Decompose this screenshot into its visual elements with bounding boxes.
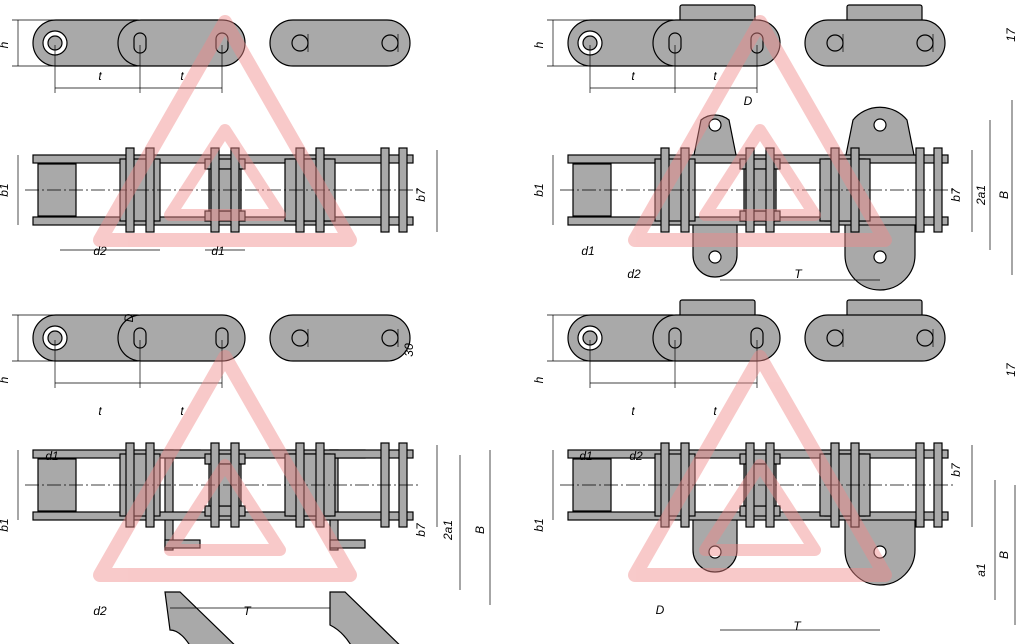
- dimension-label: b7: [949, 462, 963, 477]
- side-link-plate: [652, 314, 781, 362]
- dimension-label: b1: [532, 183, 546, 196]
- dimension-label: b7: [414, 187, 428, 202]
- side-link-plate: [117, 314, 246, 362]
- dimension-label: a1: [974, 563, 988, 576]
- watermark-triangle-inner: [699, 124, 821, 221]
- dimension-label: t: [98, 404, 102, 418]
- watermark-triangle-inner: [164, 459, 286, 556]
- attachment-hole: [708, 118, 722, 132]
- cotter-pin: [826, 34, 844, 52]
- cotter-pin: [916, 329, 934, 347]
- watermark-triangle-inner: [164, 124, 286, 221]
- dimension-label: D: [122, 313, 136, 322]
- dimension-label: h: [532, 41, 546, 48]
- dimension-label: B: [473, 526, 487, 534]
- dimension-label: 17: [1004, 27, 1018, 42]
- attachment-hole: [873, 250, 887, 264]
- bent-attachment-flange: [164, 539, 201, 549]
- dimension-label: T: [793, 619, 802, 633]
- dimension-label: T: [794, 267, 803, 281]
- attachment-lug: [692, 114, 738, 161]
- watermark-triangle-outer: [93, 15, 357, 247]
- dimension-label: b1: [0, 518, 11, 531]
- watermark-triangle-inner: [699, 459, 821, 556]
- attachment-hole: [708, 250, 722, 264]
- dimension-label: b1: [532, 518, 546, 531]
- attachment-hole: [873, 545, 887, 559]
- dimension-label: t: [98, 69, 102, 83]
- dimension-label: b7: [949, 187, 963, 202]
- dimension-label: t: [631, 69, 635, 83]
- side-link-plate: [652, 19, 781, 67]
- cotter-pin: [291, 329, 309, 347]
- cotter-pin: [826, 329, 844, 347]
- dimension-label: 30: [402, 343, 416, 357]
- break-gap: [252, 312, 266, 364]
- side-link-plate: [804, 19, 946, 67]
- break-gap: [252, 17, 266, 69]
- cotter-pin: [381, 34, 399, 52]
- dimension-label: d1: [581, 244, 594, 258]
- watermark-triangle-outer: [628, 15, 892, 247]
- side-link-plate: [804, 314, 946, 362]
- break-gap: [787, 312, 801, 364]
- cotter-pin: [381, 329, 399, 347]
- cotter-pin: [291, 34, 309, 52]
- dimension-label: B: [997, 191, 1011, 199]
- dimension-label: T: [243, 604, 252, 618]
- dimension-label: d2: [93, 604, 107, 618]
- break-gap: [787, 17, 801, 69]
- dimension-label: 17: [1004, 362, 1018, 377]
- dimension-label: d1: [211, 244, 224, 258]
- side-link-plate: [269, 314, 411, 362]
- attachment-hole: [873, 118, 887, 132]
- attachment-lug: [692, 514, 738, 573]
- attachment-lug: [692, 219, 738, 278]
- dimension-label: t: [180, 404, 184, 418]
- dimension-label: d1: [579, 449, 592, 463]
- cotter-pin: [916, 34, 934, 52]
- watermark-triangle-outer: [93, 350, 357, 582]
- dimension-label: d2: [93, 244, 107, 258]
- dimension-label: t: [713, 69, 717, 83]
- watermark-logo: [93, 15, 892, 582]
- dimension-label: 2a1: [441, 520, 455, 541]
- bent-attachment-flange: [329, 539, 366, 549]
- angle-attachment-plate: [329, 591, 400, 644]
- attachment-lug: [844, 106, 916, 161]
- dimension-labels: httb1b7d2d1htt17Db1b72a1Bd1d2TD30httd1b1…: [0, 27, 1018, 633]
- dimension-label: t: [180, 69, 184, 83]
- attachment-hole: [708, 545, 722, 559]
- dimension-label: t: [713, 404, 717, 418]
- dimension-lines: [12, 19, 1016, 631]
- dimension-label: d2: [627, 267, 641, 281]
- dimension-label: D: [744, 94, 753, 108]
- dimension-label: b1: [0, 183, 11, 196]
- dimension-label: b7: [414, 522, 428, 537]
- angle-attachment-plate: [164, 591, 235, 644]
- side-link-plate: [269, 19, 411, 67]
- dimension-label: d1: [45, 449, 58, 463]
- dimension-label: D: [656, 603, 665, 617]
- dimension-label: 2a1: [974, 185, 988, 206]
- dimension-label: h: [0, 376, 11, 383]
- dimension-label: t: [631, 404, 635, 418]
- side-link-plate: [117, 19, 246, 67]
- dimension-label: h: [532, 376, 546, 383]
- dimension-label: h: [0, 41, 11, 48]
- watermark-triangle-outer: [628, 350, 892, 582]
- dimension-label: d2: [629, 449, 643, 463]
- dimension-label: B: [997, 551, 1011, 559]
